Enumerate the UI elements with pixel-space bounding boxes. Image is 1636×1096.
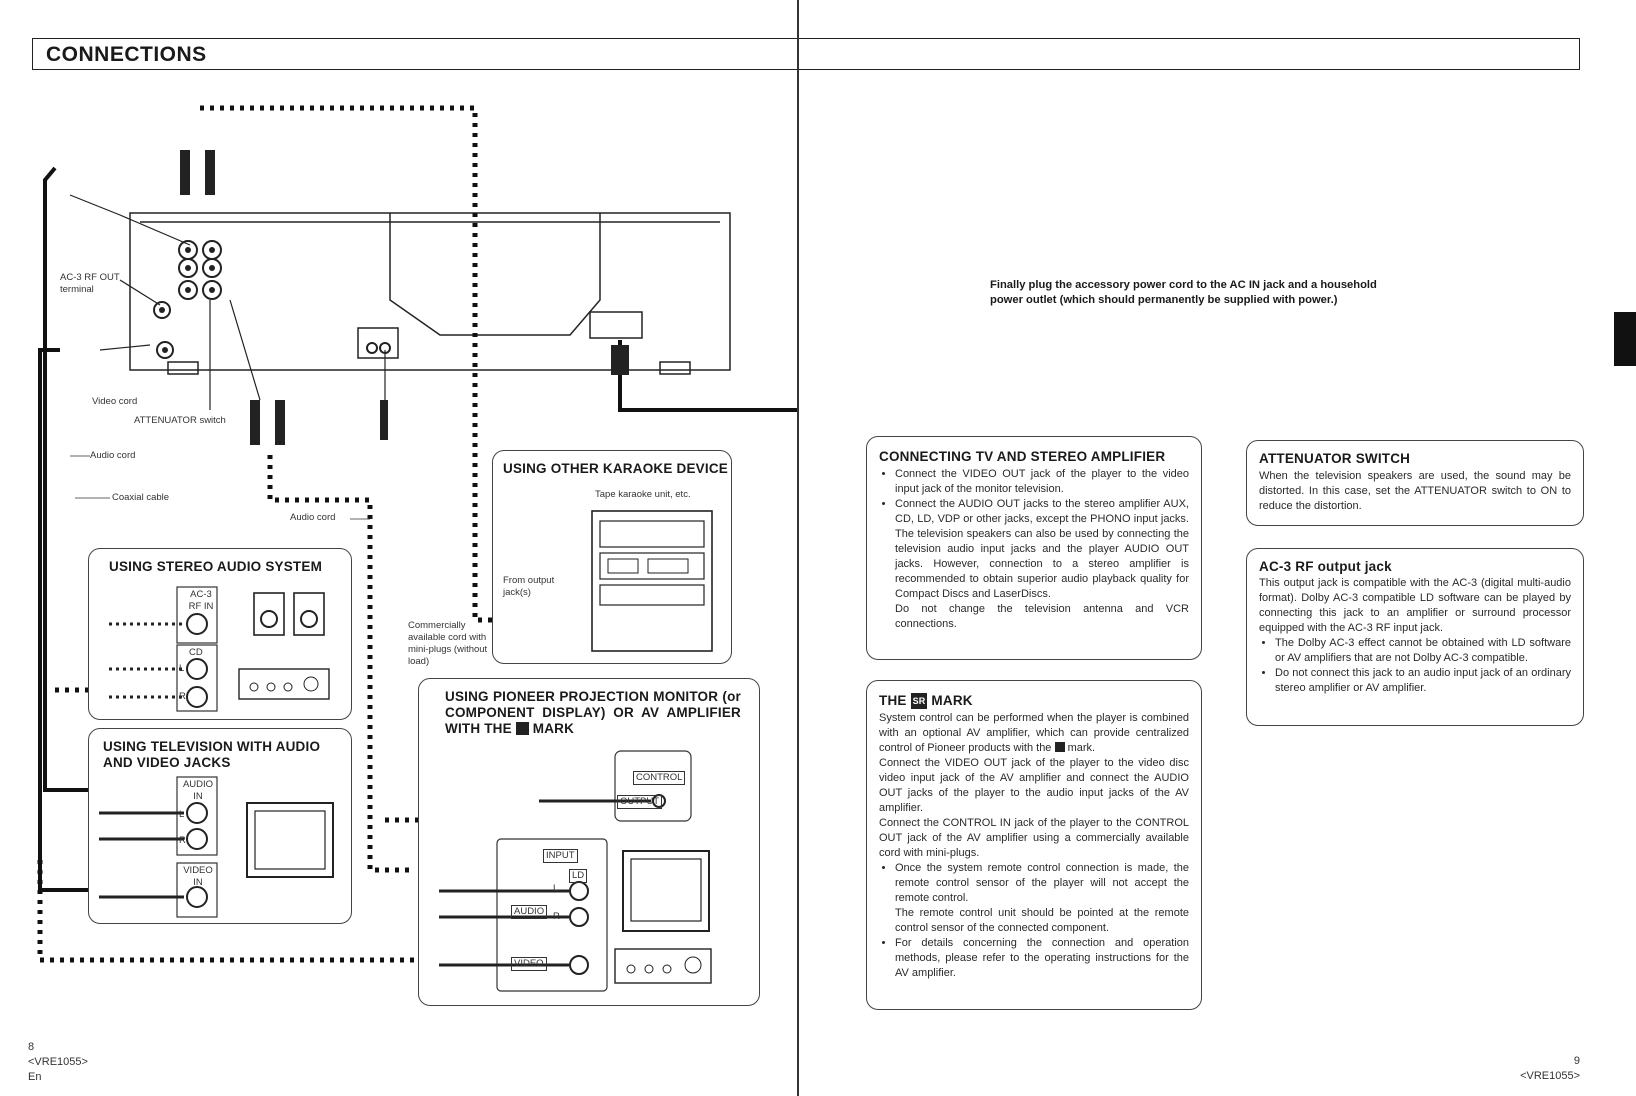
stereo-audio-box: USING STEREO AUDIO SYSTEM AC-3 RF IN CD … [88,548,352,720]
footer-left-lang: En [28,1071,42,1083]
tv-title: USING TELEVISION WITH AUDIO AND VIDEO JA… [103,739,321,770]
label-audio-cord: Audio cord [90,450,136,461]
karaoke-tape-unit: Tape karaoke unit, etc. [595,489,691,500]
panel-mark-bullet1-cont: The remote control unit should be pointe… [895,907,1189,934]
page-fold [797,0,799,1096]
tv-box: USING TELEVISION WITH AUDIO AND VIDEO JA… [88,728,352,924]
footer-right: 9 <VRE1055> [1520,1054,1580,1084]
panel-mark-bullet: Once the system remote control connectio… [895,861,1189,936]
panel-mark-p1-text: System control can be performed when the… [879,712,1189,754]
stereo-cd-label: CD [189,647,203,658]
sr-mark-icon [1054,742,1065,752]
player-jacks [153,240,391,359]
pioneer-l: L [553,883,559,894]
pioneer-title-end: MARK [532,721,575,736]
panel-tv-amp-title: CONNECTING TV AND STEREO AMPLIFIER [879,449,1166,464]
stereo-r-label: R [179,691,186,702]
footer-left-page: 8 [28,1041,35,1053]
tv-audio-in: AUDIO IN [182,779,214,802]
tv-video-in: VIDEO IN [183,865,213,888]
pioneer-illustration [439,750,712,992]
panel-ac3-title: AC-3 RF output jack [1259,559,1392,574]
panel-ac3-body: This output jack is compatible with the … [1259,576,1571,696]
panel-ac3: AC-3 RF output jack This output jack is … [1246,548,1584,726]
pioneer-audio: AUDIO [511,905,548,919]
panel-mark-list: Once the system remote control connectio… [879,861,1189,981]
tv-l-label: L [179,809,185,820]
tv-illustration [99,776,334,918]
label-coaxial-cable: Coaxial cable [112,492,170,503]
pioneer-title-text: USING PIONEER PROJECTION MONITOR (or COM… [445,689,741,736]
panel-mark-p1-end: mark. [1067,742,1096,754]
edge-tab [1614,312,1636,366]
panel-mark-body: System control can be performed when the… [879,711,1189,981]
stereo-l-label: L [179,663,185,674]
page-title: CONNECTIONS [46,43,207,66]
sr-mark-icon [515,722,529,735]
panel-tv-amp-bullet: Connect the VIDEO OUT jack of the player… [895,467,1189,497]
player-rear-panel [129,212,731,375]
panel-tv-amp-body: Connect the VIDEO OUT jack of the player… [879,467,1189,632]
pioneer-ld: LD [569,869,588,883]
pioneer-control: CONTROL [633,771,686,785]
panel-mark: THE SR MARK System control can be perfor… [866,680,1202,1010]
panel-ac3-bullet: The Dolby AC-3 effect cannot be obtained… [1275,636,1571,666]
pioneer-output: OUTPUT [617,795,663,809]
karaoke-box: USING OTHER KARAOKE DEVICE Tape karaoke … [492,450,732,664]
pioneer-box: USING PIONEER PROJECTION MONITOR (or COM… [418,678,760,1006]
panel-mark-bullet: For details concerning the connection an… [895,936,1189,981]
panel-attenuator-title: ATTENUATOR SWITCH [1259,451,1411,466]
panel-mark-title-text: MARK [931,693,973,708]
panel-ac3-list: The Dolby AC-3 effect cannot be obtained… [1259,636,1571,696]
label-ac3-rf-out: AC-3 RF OUT terminal [60,272,120,295]
panel-mark-title: THE SR MARK [879,693,973,709]
panel-attenuator-text: When the television speakers are used, t… [1259,470,1571,512]
label-attenuator-switch: ATTENUATOR switch [134,415,226,426]
panel-tv-amp-bullet: Connect the AUDIO OUT jacks to the stere… [895,497,1189,602]
panel-ac3-text: This output jack is compatible with the … [1259,577,1571,634]
panel-mark-p1: System control can be performed when the… [879,711,1189,756]
panel-tv-amp-extra: Do not change the television antenna and… [895,603,1189,630]
footer-right-code: <VRE1055> [1520,1070,1580,1082]
label-video-cord: Video cord [92,396,138,407]
panel-attenuator: ATTENUATOR SWITCH When the television sp… [1246,440,1584,526]
pioneer-title: USING PIONEER PROJECTION MONITOR (or COM… [445,689,741,737]
stereo-ac3-rf-in: AC-3 RF IN [188,589,214,612]
stereo-audio-illustration [109,586,330,712]
panel-mark-p3: Connect the CONTROL IN jack of the playe… [879,817,1189,859]
karaoke-illustration [591,510,713,652]
panel-mark-title-prefix: THE [879,693,911,708]
tv-r-label: R [179,835,186,846]
pioneer-r: R [553,911,560,922]
panel-tv-amp-list: Connect the VIDEO OUT jack of the player… [879,467,1189,602]
label-commercial-cord: Commercially available cord with mini-pl… [408,620,488,667]
footer-left: 8 <VRE1055> En [28,1040,88,1085]
pioneer-input: INPUT [543,849,578,863]
karaoke-from-output: From output jack(s) [503,575,555,598]
panel-ac3-bullet: Do not connect this jack to an audio inp… [1275,666,1571,696]
footer-left-code: <VRE1055> [28,1056,88,1068]
header-frame [32,38,1580,70]
sr-mark-icon: SR [910,693,928,709]
panel-tv-amp: CONNECTING TV AND STEREO AMPLIFIER Conne… [866,436,1202,660]
karaoke-title: USING OTHER KARAOKE DEVICE [503,461,728,476]
stereo-audio-title: USING STEREO AUDIO SYSTEM [109,559,323,574]
footer-right-page: 9 [1573,1055,1580,1067]
panel-mark-bullet1: Once the system remote control connectio… [895,862,1189,904]
pioneer-video: VIDEO [511,957,547,971]
panel-mark-p2: Connect the VIDEO OUT jack of the player… [879,757,1189,814]
label-audio-cord-2: Audio cord [290,512,336,523]
power-note: Finally plug the accessory power cord to… [990,279,1377,306]
